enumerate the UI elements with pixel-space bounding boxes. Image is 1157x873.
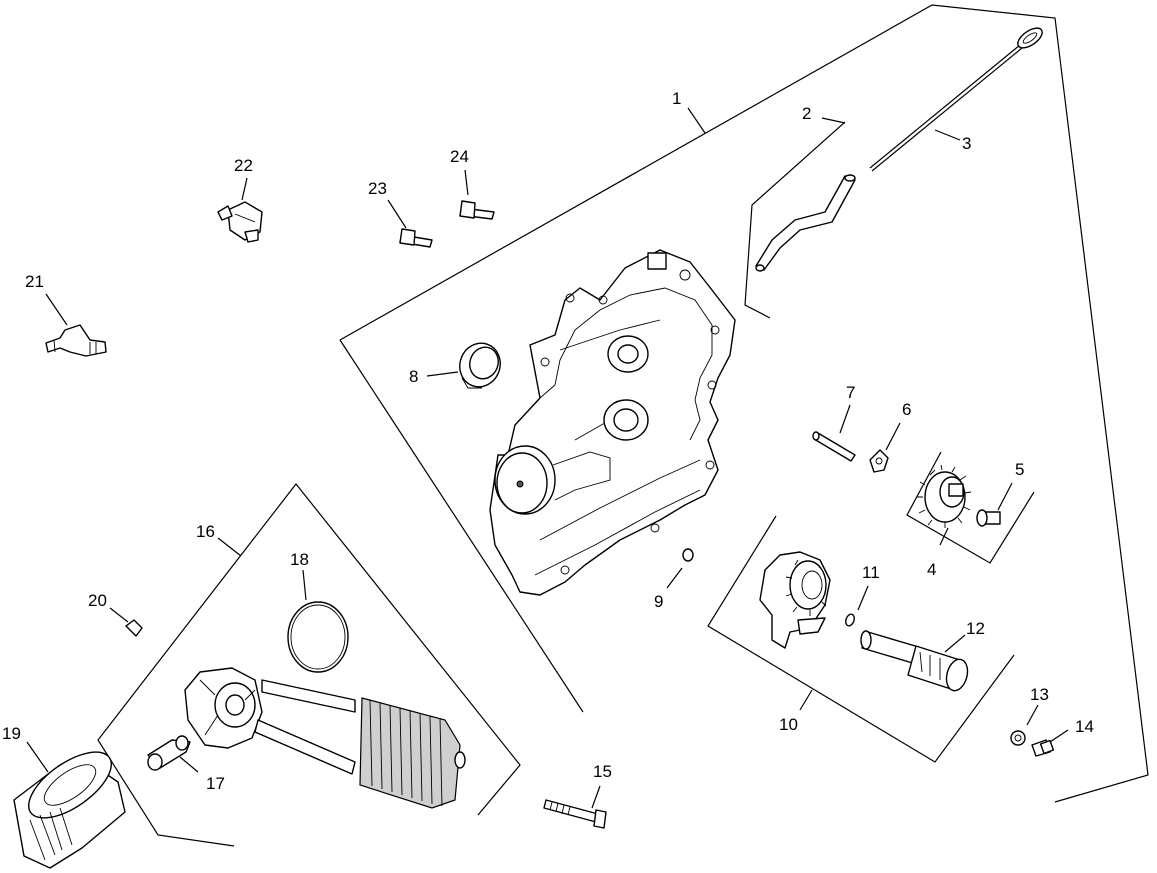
oil-seal-part bbox=[459, 342, 501, 389]
callout-17: 17 bbox=[206, 774, 225, 793]
callout-23: 23 bbox=[368, 179, 387, 198]
clip-part bbox=[869, 449, 889, 473]
callout-6: 6 bbox=[902, 400, 911, 419]
oil-filter-part bbox=[13, 751, 126, 869]
gear-shaft-part bbox=[976, 509, 1001, 527]
group-1-outline-lower bbox=[339, 339, 584, 713]
callout-9: 9 bbox=[654, 592, 663, 611]
callout-4: 4 bbox=[927, 560, 936, 579]
group-16-outline bbox=[97, 483, 521, 847]
elbow-fitting-part bbox=[45, 324, 107, 357]
callout-5: 5 bbox=[1015, 460, 1024, 479]
callout-3: 3 bbox=[962, 134, 971, 153]
group-1-outline bbox=[339, 4, 1149, 803]
callout-labels: 1 2 3 4 5 6 7 8 9 10 11 12 13 14 15 16 1… bbox=[2, 89, 1094, 793]
pin-part bbox=[812, 431, 856, 462]
small-o-ring-part-9 bbox=[682, 548, 694, 562]
group-2-outline bbox=[744, 121, 846, 319]
small-nut-part bbox=[125, 619, 143, 637]
callout-2: 2 bbox=[802, 104, 811, 123]
callout-21: 21 bbox=[25, 272, 44, 291]
callout-14: 14 bbox=[1075, 717, 1094, 736]
dipstick-tube-part bbox=[755, 174, 856, 272]
callout-7: 7 bbox=[846, 383, 855, 402]
small-o-ring-part-11 bbox=[845, 613, 855, 627]
oil-cooler-part bbox=[184, 667, 466, 809]
large-o-ring-part bbox=[287, 601, 349, 673]
oil-pump-rotor-part bbox=[860, 630, 969, 692]
oil-pressure-switch-part bbox=[217, 201, 263, 243]
oil-cooler-fitting-part bbox=[147, 735, 191, 771]
washer-part bbox=[1010, 730, 1026, 746]
leader-lines bbox=[26, 107, 1069, 809]
callout-15: 15 bbox=[593, 762, 612, 781]
callout-19: 19 bbox=[2, 724, 21, 743]
long-bolt-part bbox=[543, 799, 607, 829]
callout-20: 20 bbox=[88, 591, 107, 610]
callout-24: 24 bbox=[450, 147, 469, 166]
oil-pump-assembly-part bbox=[759, 551, 831, 649]
bolt-part-24 bbox=[459, 200, 495, 220]
oil-pump-gear-part bbox=[917, 464, 972, 528]
callout-11: 11 bbox=[862, 563, 880, 582]
callout-12: 12 bbox=[966, 619, 985, 638]
timing-cover-part bbox=[489, 249, 736, 596]
callout-18: 18 bbox=[290, 550, 309, 569]
group-4-outline bbox=[906, 451, 1035, 564]
callout-8: 8 bbox=[409, 367, 418, 386]
dipstick-part bbox=[869, 27, 1043, 172]
callout-10: 10 bbox=[779, 715, 798, 734]
small-bolt-part-14 bbox=[1031, 739, 1055, 757]
callout-1: 1 bbox=[672, 89, 681, 108]
callout-13: 13 bbox=[1030, 685, 1049, 704]
group-10-outline bbox=[707, 515, 1015, 763]
callout-22: 22 bbox=[234, 156, 253, 175]
bolt-part-23 bbox=[399, 228, 433, 248]
callout-16: 16 bbox=[196, 522, 215, 541]
